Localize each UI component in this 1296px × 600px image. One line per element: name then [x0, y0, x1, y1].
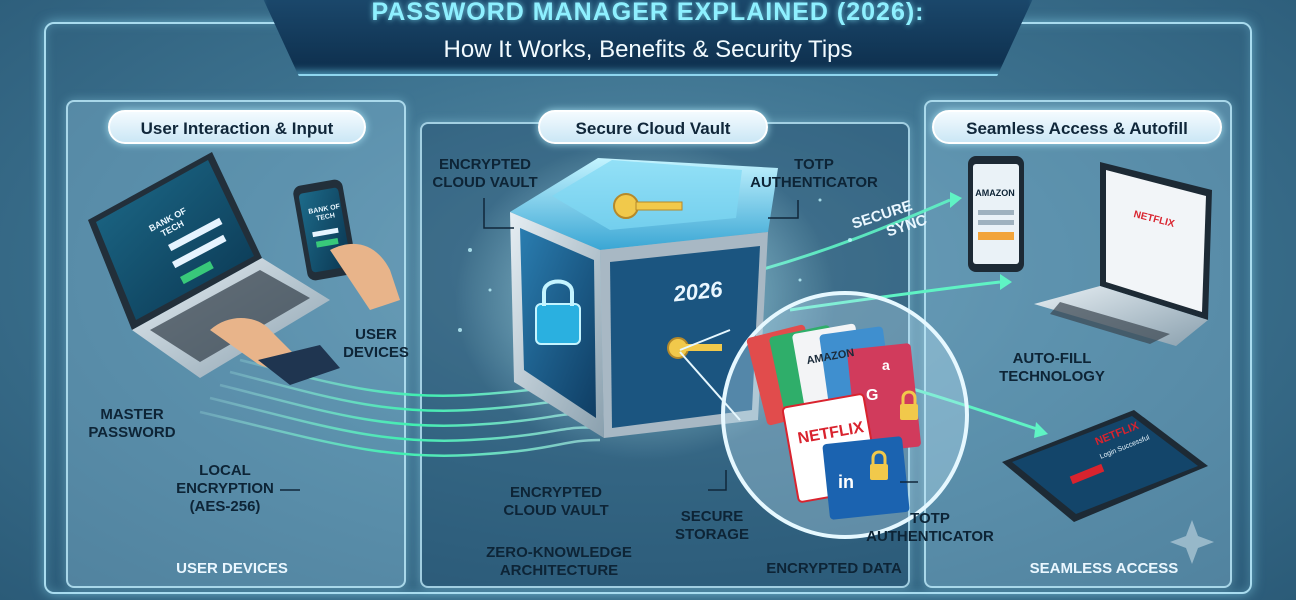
label-encrypted-data: ENCRYPTED DATA	[766, 560, 902, 577]
svg-text:in: in	[838, 472, 854, 492]
laptop-right	[1034, 162, 1212, 346]
screen-phone-right: AMAZON	[975, 188, 1015, 198]
title-banner	[260, 0, 1036, 76]
panel-user-interaction	[66, 100, 406, 588]
svg-text:G: G	[866, 387, 878, 404]
sparkle-icon	[1170, 520, 1214, 564]
section-title-right: Seamless Access & Autofill	[932, 110, 1222, 144]
phone-right	[968, 156, 1024, 272]
label-seamless-access: SEAMLESS ACCESS	[1029, 560, 1179, 577]
leader-lines	[280, 198, 918, 491]
hand-phone	[330, 243, 400, 310]
label-user-devices-bottom: USER DEVICES	[176, 560, 288, 577]
laptop-left	[88, 152, 330, 378]
section-title-left: User Interaction & Input	[108, 110, 366, 144]
tablet-right	[1002, 410, 1208, 522]
svg-text:a: a	[882, 357, 890, 373]
card-magnifier: NETFLIX in AMAZON G a	[679, 291, 969, 539]
sleeve-left	[258, 345, 340, 385]
page-subtitle: How It Works, Benefits & Security Tips	[443, 36, 853, 63]
arrow-heads	[950, 192, 1048, 438]
page-title: PASSWORD MANAGER EXPLAINED (2026):	[371, 0, 925, 26]
